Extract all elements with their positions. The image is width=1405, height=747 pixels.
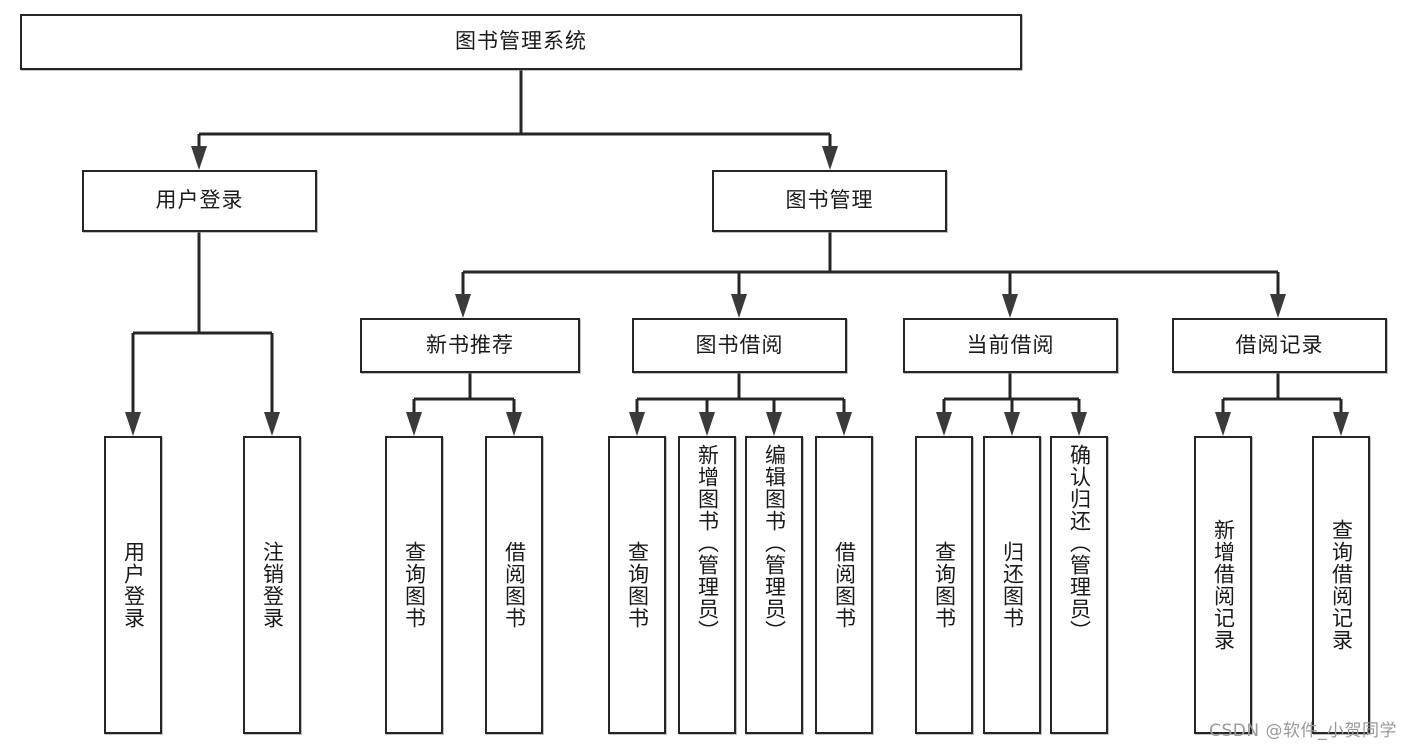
node-user-login[interactable]: 用户登录 [82, 170, 317, 232]
node-leaf-query-book-rec[interactable]: 查询图书 [385, 436, 443, 734]
node-leaf-add-record-label: 新增借阅记录 [1211, 519, 1236, 651]
node-new-book-rec-label: 新书推荐 [426, 332, 514, 357]
node-leaf-query-book-cur-label: 查询图书 [932, 541, 957, 629]
node-leaf-query-record[interactable]: 查询借阅记录 [1312, 436, 1370, 734]
watermark-text: CSDN @软件_小贺同学 [1209, 721, 1397, 741]
node-leaf-add-record[interactable]: 新增借阅记录 [1194, 436, 1252, 734]
node-leaf-logout[interactable]: 注销登录 [243, 436, 301, 734]
node-leaf-borrow-book-rec[interactable]: 借阅图书 [485, 436, 543, 734]
node-leaf-query-record-label: 查询借阅记录 [1329, 519, 1354, 651]
node-leaf-add-book[interactable]: 新增图书（管理员） [678, 436, 736, 734]
node-user-login-label: 用户登录 [155, 188, 244, 213]
node-borrow-record[interactable]: 借阅记录 [1172, 318, 1387, 373]
node-book-manage[interactable]: 图书管理 [712, 170, 947, 232]
node-leaf-borrow-book-rec-label: 借阅图书 [502, 541, 527, 629]
node-new-book-rec[interactable]: 新书推荐 [360, 318, 580, 373]
node-current-borrow[interactable]: 当前借阅 [903, 318, 1118, 373]
arrowheads [125, 146, 1349, 436]
node-book-borrow[interactable]: 图书借阅 [632, 318, 847, 373]
node-leaf-return-book[interactable]: 归还图书 [983, 436, 1041, 734]
node-book-borrow-label: 图书借阅 [695, 332, 784, 357]
node-leaf-confirm-return[interactable]: 确认归还（管理员） [1050, 436, 1108, 734]
node-leaf-borrow-book[interactable]: 借阅图书 [815, 436, 873, 734]
node-root[interactable]: 图书管理系统 [20, 14, 1022, 70]
node-leaf-add-book-label: 新增图书（管理员） [695, 444, 720, 642]
node-leaf-edit-book[interactable]: 编辑图书（管理员） [745, 436, 803, 734]
node-leaf-query-book-rec-label: 查询图书 [402, 541, 427, 629]
node-leaf-borrow-book-label: 借阅图书 [832, 541, 857, 629]
node-leaf-edit-book-label: 编辑图书（管理员） [762, 444, 787, 642]
node-leaf-return-book-label: 归还图书 [1000, 541, 1025, 629]
node-book-manage-label: 图书管理 [785, 188, 874, 213]
node-leaf-logout-label: 注销登录 [260, 541, 285, 629]
node-borrow-record-label: 借阅记录 [1235, 332, 1324, 357]
node-leaf-query-book-cur[interactable]: 查询图书 [915, 436, 973, 734]
node-root-label: 图书管理系统 [455, 29, 587, 54]
node-leaf-query-book-borrow[interactable]: 查询图书 [608, 436, 666, 734]
node-leaf-user-login[interactable]: 用户登录 [104, 436, 162, 734]
node-leaf-query-book-borrow-label: 查询图书 [625, 541, 650, 629]
node-current-borrow-label: 当前借阅 [966, 332, 1055, 357]
node-leaf-user-login-label: 用户登录 [121, 541, 146, 629]
node-leaf-confirm-return-label: 确认归还（管理员） [1067, 444, 1092, 642]
